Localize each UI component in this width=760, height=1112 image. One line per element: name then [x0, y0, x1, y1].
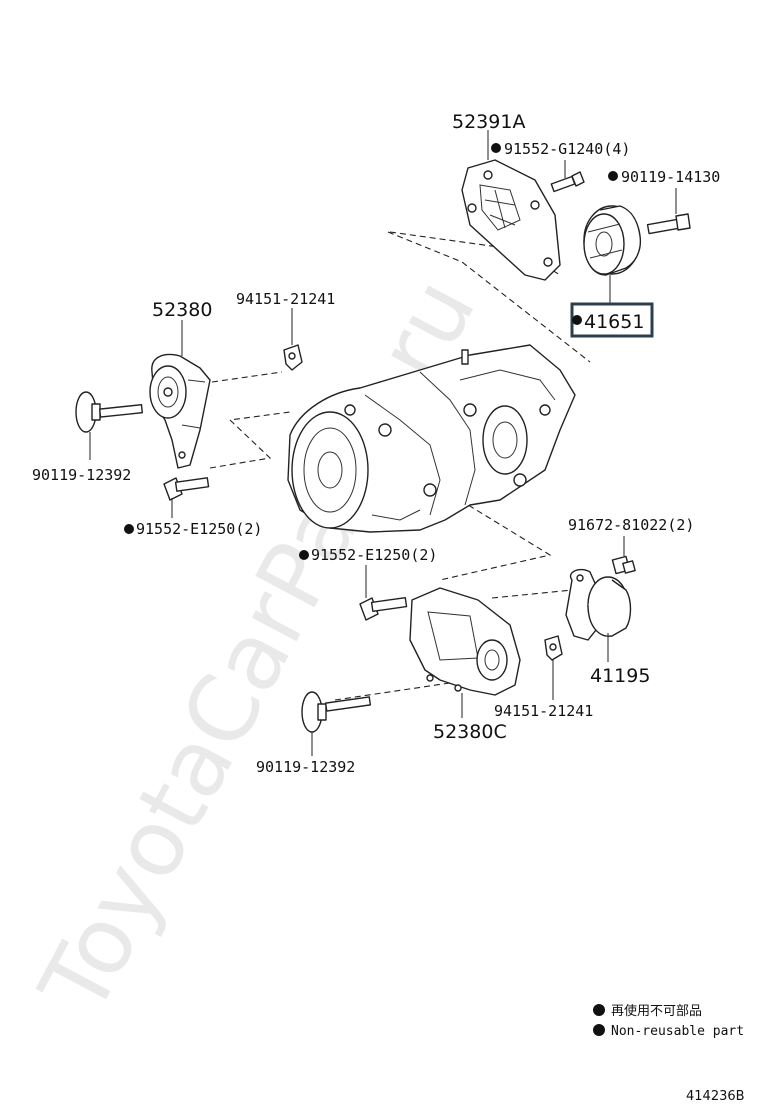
non-reusable-dot — [491, 143, 501, 153]
bolt-91552-G1240 — [550, 171, 585, 193]
non-reusable-markers — [124, 143, 618, 560]
part-52380C-bracket — [409, 587, 521, 696]
label-41195: 41195 — [590, 665, 650, 687]
label-52380: 52380 — [152, 299, 212, 321]
part-41195-mount — [565, 568, 632, 641]
label-94151-21241-top: 94151-21241 — [236, 290, 335, 308]
label-90119-12392-left: 90119-12392 — [32, 466, 131, 484]
legend-dot — [593, 1024, 605, 1036]
bolt-90119-14130 — [646, 213, 691, 235]
bolt-91552-E1250-mid — [359, 596, 408, 621]
label-52391A: 52391A — [452, 111, 525, 133]
figure-code: 414236B — [686, 1089, 745, 1104]
leader-lines — [89, 130, 677, 756]
bolt-90119-12392-bottom — [301, 691, 372, 733]
clip-94151-21241-bottom — [544, 635, 563, 661]
label-41651: 41651 — [584, 311, 644, 333]
part-labels: 52391A 91552-G1240(4) 90119-14130 41651 … — [32, 111, 720, 776]
part-41651-bushing — [583, 205, 642, 276]
legend-text-jp: 再使用不可部品 — [611, 1003, 702, 1019]
part-52391A-bracket — [461, 159, 561, 281]
label-91672-81022: 91672-81022(2) — [568, 516, 694, 534]
label-91552-E1250-left: 91552-E1250(2) — [136, 520, 262, 538]
legend-text-en: Non-reusable part — [611, 1024, 744, 1039]
bolt-90119-12392-left — [75, 391, 143, 433]
bolt-91552-E1250-left — [163, 477, 210, 501]
label-90119-12392-bottom: 90119-12392 — [256, 758, 355, 776]
legend-dot — [593, 1004, 605, 1016]
non-reusable-dot — [299, 550, 309, 560]
clip-94151-21241-top — [283, 344, 303, 371]
non-reusable-dot — [608, 171, 618, 181]
part-52380-bracket — [149, 353, 211, 469]
label-91552-G1240: 91552-G1240(4) — [504, 140, 630, 158]
nut-91672-81022 — [611, 555, 636, 575]
label-90119-14130: 90119-14130 — [621, 168, 720, 186]
differential-housing-illustration — [287, 344, 576, 533]
legend: 再使用不可部品 Non-reusable part — [593, 1003, 744, 1039]
label-94151-21241-bottom: 94151-21241 — [494, 702, 593, 720]
non-reusable-dot — [572, 315, 582, 325]
label-91552-E1250-mid: 91552-E1250(2) — [311, 546, 437, 564]
label-52380C: 52380C — [433, 721, 507, 743]
non-reusable-dot — [124, 524, 134, 534]
